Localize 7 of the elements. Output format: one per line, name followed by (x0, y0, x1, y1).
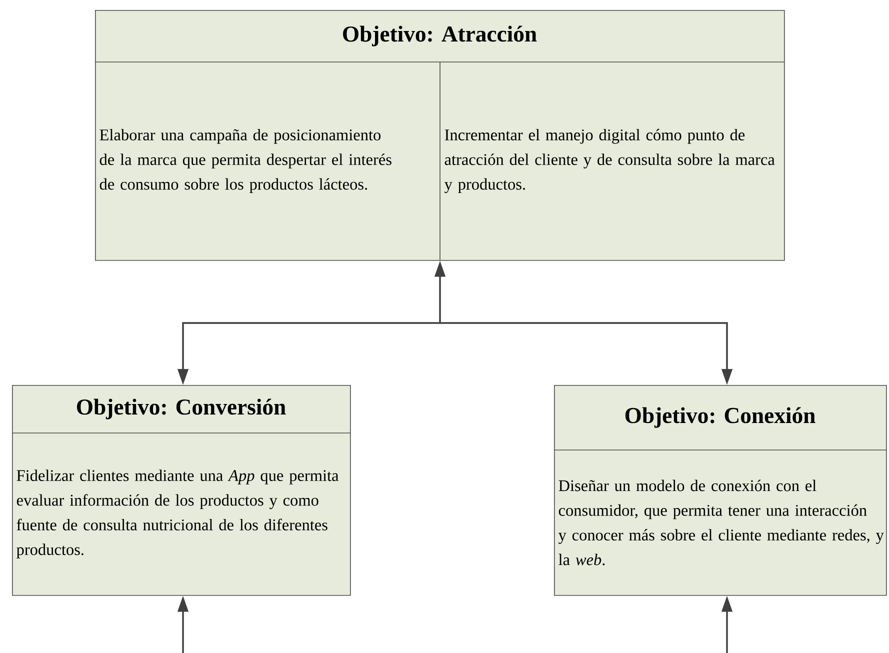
box-text: Fidelizar clientes mediante una App que permita evaluar información de los productos y como fuente de consulta nutricional de los diferentes productos. (16, 470, 339, 558)
box-text: Incrementar el manejo digital cómo punto de atracción del cliente y de consulta sobre la marca y productos. (444, 128, 775, 194)
box-text: Diseñar un modelo de conexión con el consumidor, que permita tener una interacción y conocer más sobre el cliente mediante redes, y la web. (558, 480, 884, 566)
box-heading: Objetivo: Conexión (625, 407, 816, 428)
box-text: Elaborar una campaña de posicionamiento de la marca que permita despertar el interés de consumo sobre los productos lácteos. (100, 128, 392, 194)
box-heading: Objetivo: Atracción (343, 26, 537, 46)
box-heading: Objetivo: Conversión (76, 398, 286, 420)
